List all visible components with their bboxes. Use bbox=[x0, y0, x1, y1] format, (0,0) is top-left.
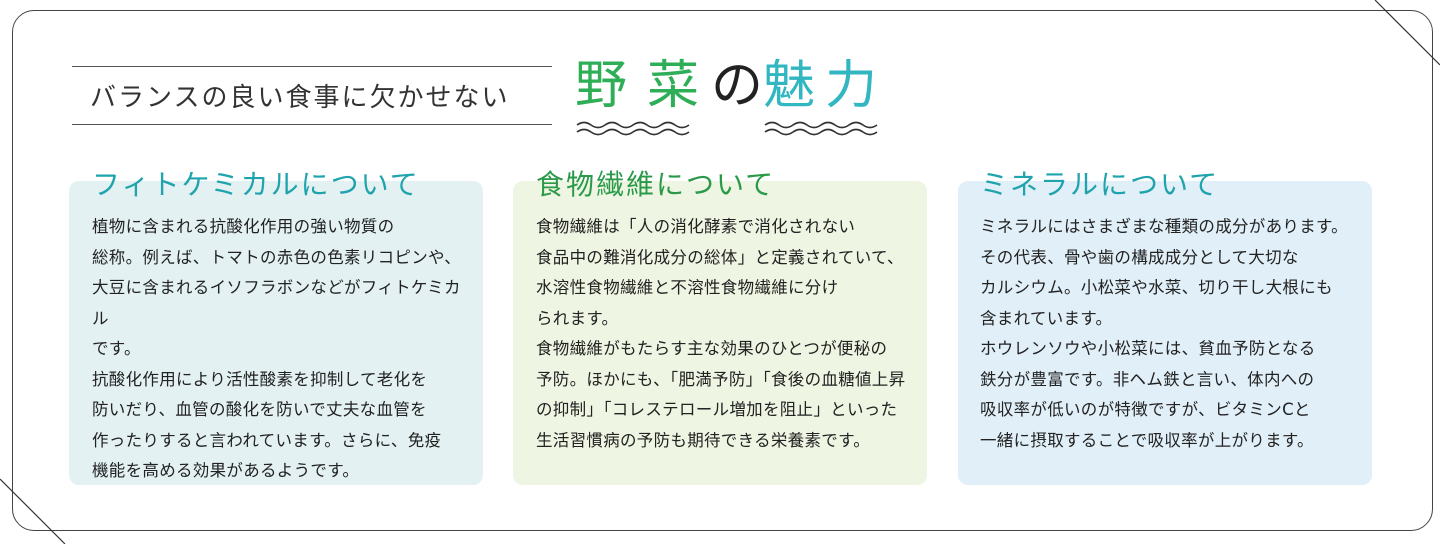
card-body-mineral: ミネラルにはさまざまな種類の成分があります。 その代表、骨や歯の構成成分として大… bbox=[980, 217, 1348, 450]
corner-line-top-right bbox=[1374, 0, 1440, 66]
title-char: 魅 bbox=[763, 56, 816, 116]
title-char: 力 bbox=[825, 56, 878, 116]
page-frame bbox=[12, 10, 1433, 531]
card-title-dietary-fiber: 食物繊維について bbox=[536, 168, 776, 201]
card-dietary-fiber bbox=[513, 181, 927, 485]
card-title-mineral: ミネラルについて bbox=[980, 168, 1220, 201]
title-char: 野 bbox=[575, 56, 628, 116]
title-char: の bbox=[711, 56, 764, 116]
card-body-phytochemical: 植物に含まれる抗酸化作用の強い物質の 総称。例えば、トマトの赤色の色素リコピンや… bbox=[92, 217, 462, 480]
title-char: 菜 bbox=[647, 56, 700, 116]
card-body-dietary-fiber: 食物繊維は「人の消化酵素で消化されない 食品中の難消化成分の総体」と定義されてい… bbox=[536, 217, 906, 450]
subtitle-rule-top bbox=[72, 66, 552, 67]
card-title-phytochemical: フィトケミカルについて bbox=[92, 168, 420, 201]
subtitle: バランスの良い食事に欠かせない bbox=[90, 83, 510, 113]
wave-underline-right bbox=[764, 121, 878, 136]
wave-underline-left bbox=[576, 121, 690, 136]
card-phytochemical bbox=[69, 181, 483, 485]
subtitle-rule-bottom bbox=[72, 124, 552, 125]
card-mineral bbox=[958, 181, 1372, 485]
corner-line-bottom-left bbox=[0, 478, 66, 544]
